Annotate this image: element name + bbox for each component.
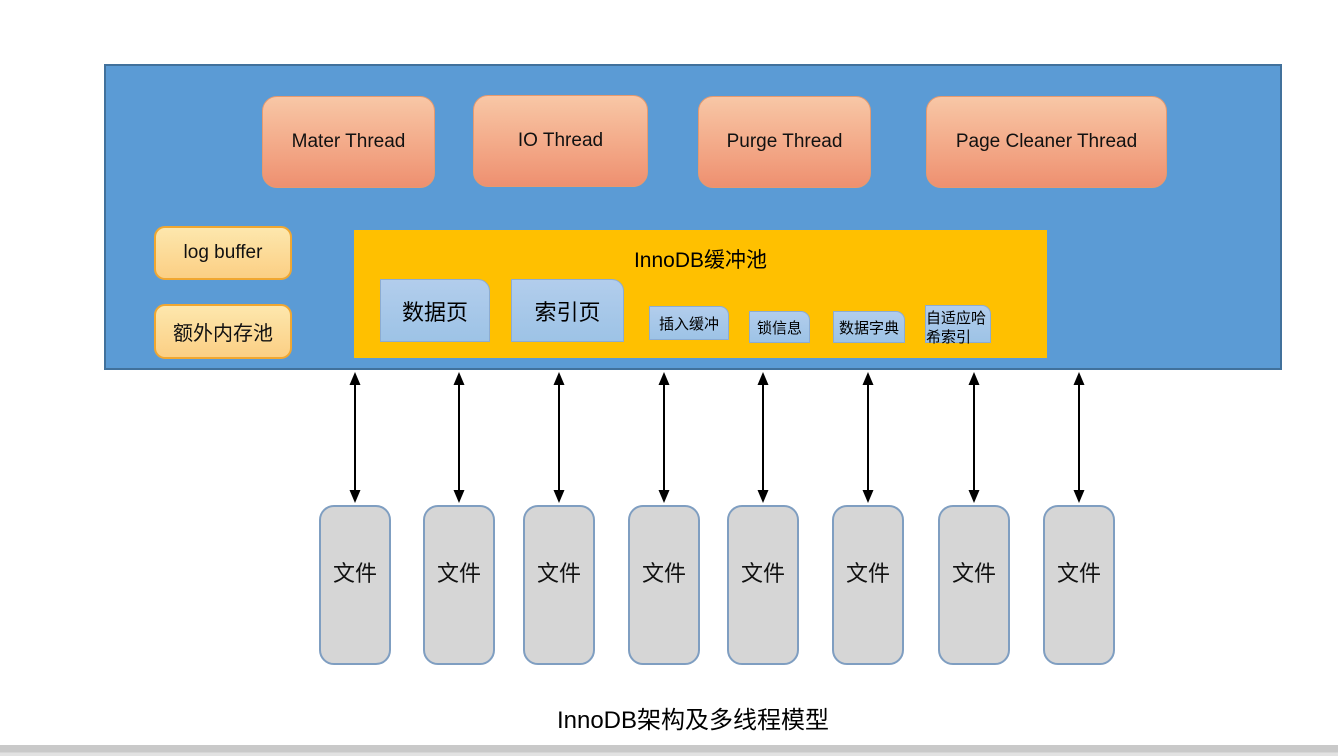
buffer-pool-title: InnoDB缓冲池 [633,249,768,272]
thread-box-mater: Mater Thread [262,96,435,188]
horizontal-scrollbar[interactable] [0,745,1338,756]
file-label: 文件 [641,561,686,586]
component-label: 锁信息 [756,319,802,337]
file-box: 文件 [628,505,700,665]
bidirectional-arrow [757,372,769,503]
thread-box-page-cleaner: Page Cleaner Thread [926,96,1167,188]
file-label: 文件 [1056,561,1101,586]
log-buffer-box: log buffer [154,226,292,280]
component-label: 自适应哈希索引 [926,310,987,346]
file-label: 文件 [951,561,996,586]
file-box: 文件 [832,505,904,665]
thread-box-purge: Purge Thread [698,96,871,188]
file-box: 文件 [423,505,495,665]
buffer-pool-box: InnoDB缓冲池 数据页 索引页 插入缓冲 锁信息 数据字典 自适应哈希索引 [354,230,1047,358]
bidirectional-arrow [553,372,565,503]
component-label: 数据页 [401,299,468,325]
component-adaptive-hash-index: 自适应哈希索引 [925,305,991,346]
file-label: 文件 [536,561,581,586]
component-lock-info: 锁信息 [749,311,810,343]
file-label: 文件 [845,561,890,586]
bidirectional-arrow [453,372,465,503]
component-insert-buffer: 插入缓冲 [649,306,729,340]
thread-box-io: IO Thread [473,95,648,187]
component-label: 数据字典 [838,319,899,337]
component-data-page: 数据页 [380,279,490,342]
component-label: 插入缓冲 [658,315,719,333]
file-box: 文件 [727,505,799,665]
bidirectional-arrow [658,372,670,503]
innodb-engine-panel: Mater Thread IO Thread Purge Thread Page… [104,64,1282,370]
thread-label: Page Cleaner Thread [955,131,1138,152]
file-label: 文件 [436,561,481,586]
file-box: 文件 [523,505,595,665]
component-data-dictionary: 数据字典 [833,311,905,343]
bidirectional-arrow [862,372,874,503]
file-box: 文件 [938,505,1010,665]
bidirectional-arrow [1073,372,1085,503]
log-buffer-label: log buffer [183,242,263,263]
extra-memory-pool-label: 额外内存池 [173,323,273,345]
file-box: 文件 [1043,505,1115,665]
extra-memory-pool-box: 额外内存池 [154,304,292,359]
thread-label: Mater Thread [291,131,406,152]
component-label: 索引页 [534,299,601,325]
thread-label: Purge Thread [726,131,843,152]
component-index-page: 索引页 [511,279,624,342]
file-label: 文件 [740,561,785,586]
bidirectional-arrow [349,372,361,503]
bidirectional-arrow [968,372,980,503]
file-label: 文件 [332,561,377,586]
diagram-caption: InnoDB架构及多线程模型 [556,707,830,734]
thread-label: IO Thread [517,130,604,151]
file-box: 文件 [319,505,391,665]
